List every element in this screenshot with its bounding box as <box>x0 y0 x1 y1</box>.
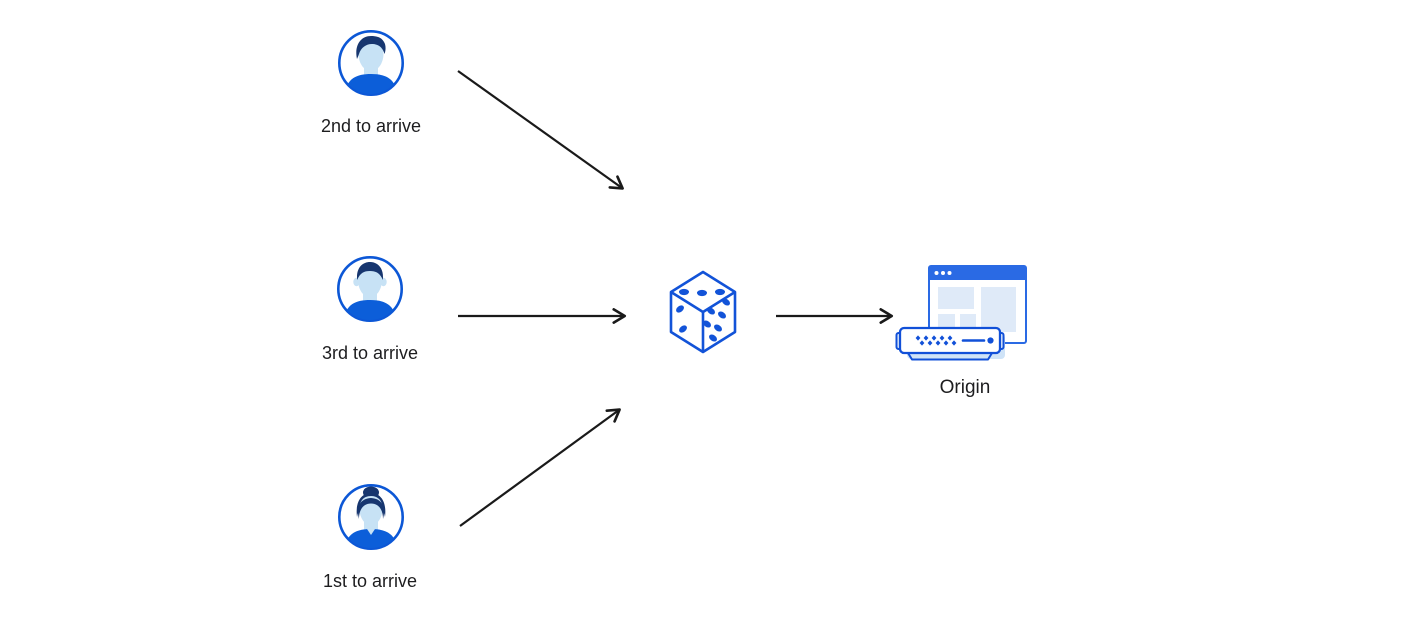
user-node-3rd: 3rd to arrive <box>322 255 418 363</box>
randomizer-node <box>667 268 739 358</box>
avatar-woman-bun-icon <box>337 483 405 551</box>
browser-titlebar <box>929 266 1026 280</box>
user-node-1st: 1st to arrive <box>323 483 417 591</box>
user-label-1st: 1st to arrive <box>322 571 418 591</box>
content-block <box>981 287 1016 332</box>
server-appliance <box>895 326 1005 361</box>
avatar-man-short-hair-icon <box>336 255 404 323</box>
avatar-man-swept-hair-icon <box>337 29 405 97</box>
content-block <box>938 287 974 309</box>
server-status-led <box>987 337 994 344</box>
dice-dots <box>676 288 730 342</box>
origin-browser-server-icon <box>895 265 1027 361</box>
dice-icon <box>669 270 737 354</box>
user-node-2nd: 2nd to arrive <box>321 29 421 136</box>
user-label-2nd: 2nd to arrive <box>320 116 422 136</box>
user-label-3rd: 3rd to arrive <box>321 343 419 363</box>
origin-node: Origin <box>895 260 1030 398</box>
browser-window <box>928 265 1027 344</box>
arrow-user-2nd-to-dice <box>457 70 624 190</box>
arrow-user-1st-to-dice <box>459 408 621 527</box>
server-vent-dots <box>915 335 957 346</box>
origin-label: Origin <box>939 377 991 398</box>
